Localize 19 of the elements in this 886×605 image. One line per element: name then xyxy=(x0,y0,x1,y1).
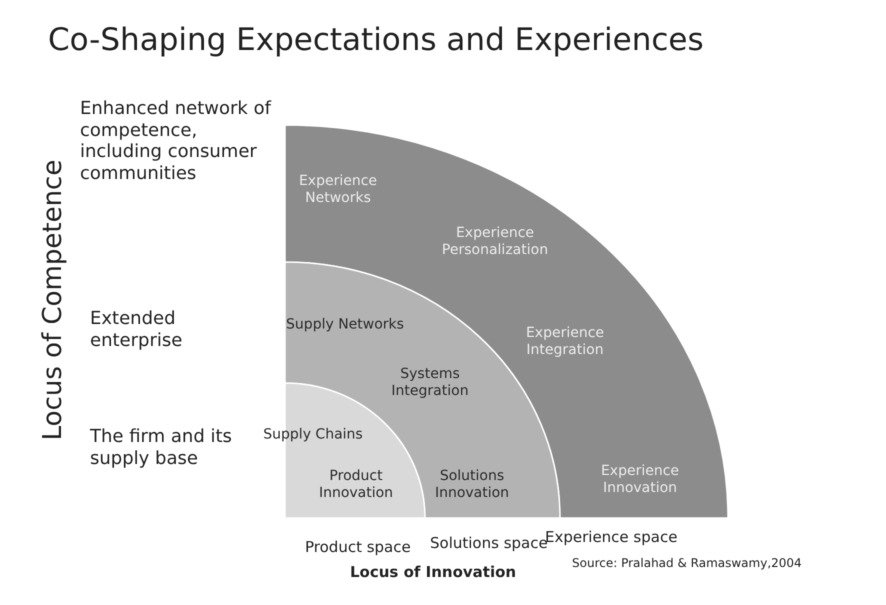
region-label: Supply Chains xyxy=(262,426,364,444)
competence-level-label: Extended enterprise xyxy=(90,308,184,352)
region-label: Experience Integration xyxy=(524,325,606,359)
region-label: Solutions Innovation xyxy=(434,468,510,502)
axis-title: Locus of Competence xyxy=(38,160,69,440)
competence-level-label: Enhanced network of competence, including consumer communities xyxy=(80,98,272,184)
region-label: Experience Innovation xyxy=(600,463,680,497)
region-label: Experience Networks xyxy=(298,173,378,207)
innovation-space-label: Experience space xyxy=(545,528,678,546)
innovation-space-label: Product space xyxy=(305,538,411,556)
region-label: Product Innovation xyxy=(318,468,394,502)
axis-title: Locus of Innovation xyxy=(350,563,516,581)
innovation-space-label: Solutions space xyxy=(430,534,548,552)
source-note: Source: Pralahad & Ramaswamy,2004 xyxy=(572,556,802,570)
competence-level-label: The firm and its supply base xyxy=(90,426,233,470)
region-label: Experience Personalization xyxy=(440,225,550,259)
title: Co-Shaping Expectations and Experiences xyxy=(48,22,704,58)
region-label: Systems Integration xyxy=(390,366,470,400)
region-label: Supply Networks xyxy=(285,316,405,334)
